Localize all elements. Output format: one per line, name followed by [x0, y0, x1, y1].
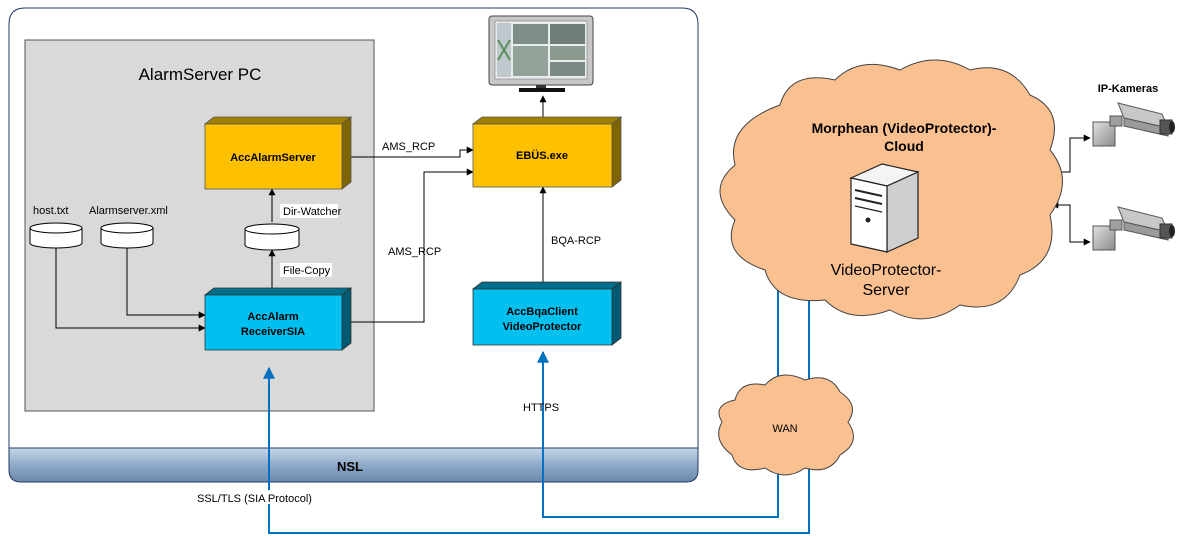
edge-label-https: HTTPS — [523, 402, 559, 414]
ip-cameras-label: IP-Kameras — [1098, 83, 1159, 95]
edge-label-ams-rcp-top: AMS_RCP — [382, 141, 435, 153]
wan-cloud: WAN — [718, 374, 854, 476]
acc-alarm-server-node: AccAlarmServer — [203, 116, 353, 190]
ip-camera-icon — [1092, 102, 1175, 147]
connectors — [55, 95, 1091, 332]
edge-label-file-copy: File-Copy — [283, 265, 331, 277]
wan-label: WAN — [772, 423, 797, 435]
ip-camera-icon — [1092, 206, 1175, 251]
nsl-bar — [8, 447, 699, 483]
ebus-node: EBÜS.exe — [471, 116, 623, 188]
server-label-line1: VideoProtector- — [831, 262, 942, 279]
acc-bqa-client-label-line2: VideoProtector — [503, 321, 582, 333]
database-cylinder-icon — [29, 222, 300, 251]
cloud-title-line2: Cloud — [884, 138, 924, 154]
cloud-title-line1: Morphean (VideoProtector)- — [812, 120, 997, 136]
acc-alarm-server-label: AccAlarmServer — [230, 152, 316, 164]
nsl-label: NSL — [337, 459, 363, 474]
ebus-label: EBÜS.exe — [516, 149, 568, 162]
monitor-icon — [488, 15, 594, 92]
edge-label-ssl-tls: SSL/TLS (SIA Protocol) — [197, 493, 312, 505]
acc-bqa-client-node: AccBqaClient VideoProtector — [471, 281, 623, 346]
alarmserver-pc-title: AlarmServer PC — [139, 65, 262, 84]
acc-alarm-receiver-label-line2: ReceiverSIA — [241, 326, 305, 338]
file-host-label: host.txt — [33, 205, 68, 217]
edge-label-ams-rcp-mid: AMS_RCP — [388, 246, 441, 258]
edge-label-bqa-rcp: BQA-RCP — [551, 235, 601, 247]
server-icon — [849, 163, 920, 253]
server-label-line2: Server — [862, 282, 910, 299]
edge-label-dir-watcher: Dir-Watcher — [283, 206, 342, 218]
acc-alarm-receiver-node: AccAlarm ReceiverSIA — [203, 287, 353, 351]
file-alarmserver-xml-label: Alarmserver.xml — [89, 205, 168, 217]
acc-bqa-client-label-line1: AccBqaClient — [506, 306, 578, 318]
acc-alarm-receiver-label-line1: AccAlarm — [247, 311, 299, 323]
